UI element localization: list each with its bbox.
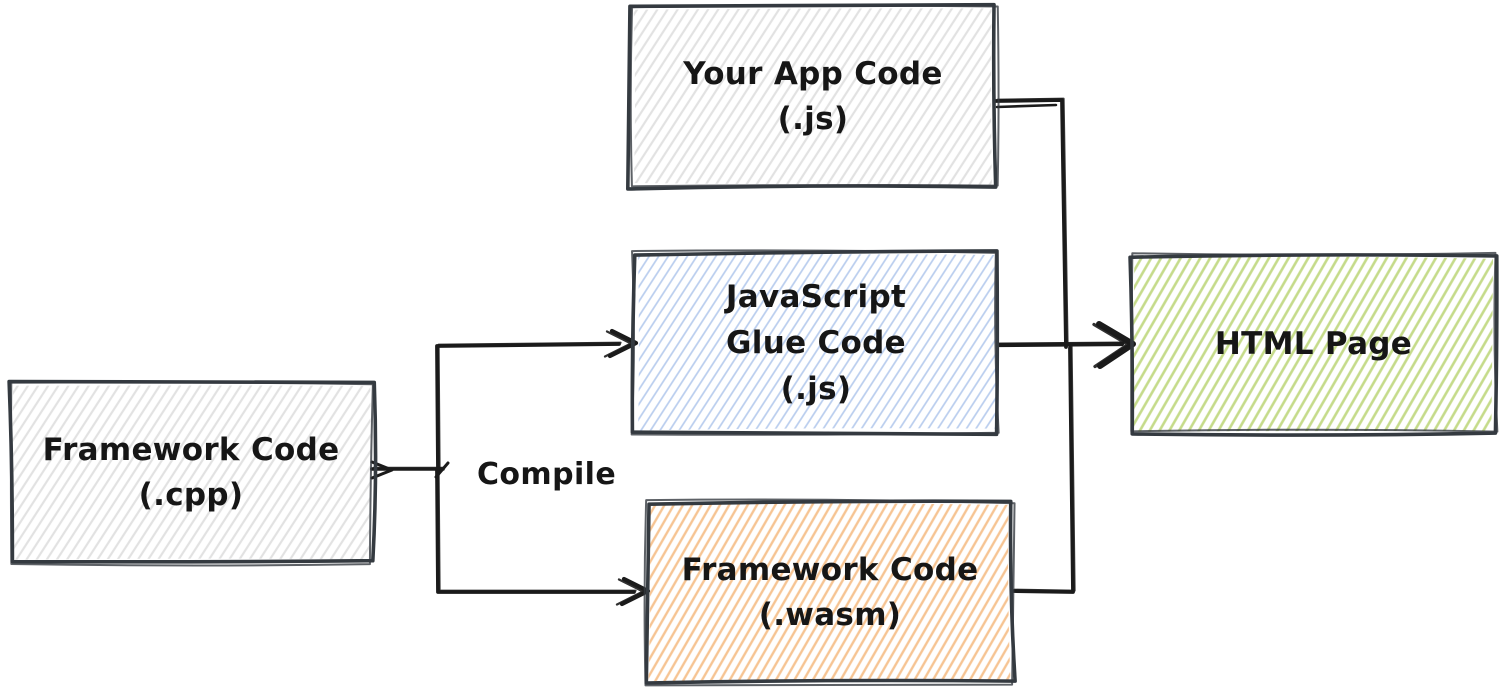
node-borders	[7, 2, 1499, 687]
compile-edge-label: Compile	[477, 457, 617, 492]
node-fills	[12, 8, 1494, 682]
